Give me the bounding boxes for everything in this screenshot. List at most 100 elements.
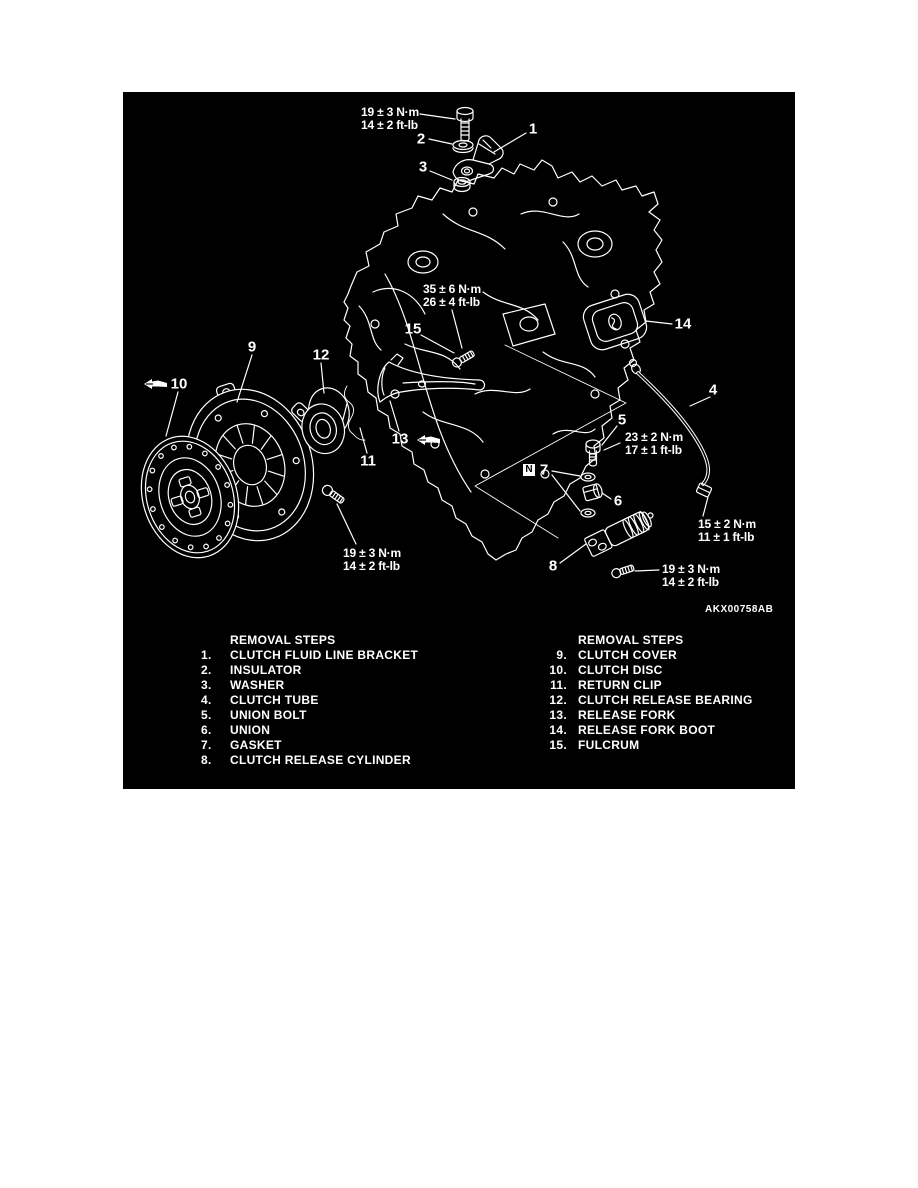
step-number: 15. xyxy=(549,738,567,752)
step-item: 6. UNION xyxy=(201,723,418,738)
torque-label-tube-flare-nut: 15 ± 2 N·m 11 ± 1 ft-lb xyxy=(698,518,756,544)
callout-1: 1 xyxy=(528,120,538,138)
torque-label-cylinder-bolt: 19 ± 3 N·m 14 ± 2 ft-lb xyxy=(662,563,720,589)
torque-label-union-bolt: 23 ± 2 N·m 17 ± 1 ft-lb xyxy=(625,431,683,457)
step-item: 13. RELEASE FORK xyxy=(543,708,753,723)
step-number: 7. xyxy=(201,738,212,752)
torque-ftlb: 11 ± 1 ft-lb xyxy=(698,530,755,544)
torque-nm: 23 ± 2 N·m xyxy=(625,430,683,444)
removal-steps-title: REMOVAL STEPS xyxy=(578,633,684,647)
step-label: INSULATOR xyxy=(230,663,302,677)
step-item: 14. RELEASE FORK BOOT xyxy=(543,723,753,738)
step-label: CLUTCH COVER xyxy=(578,648,677,662)
figure-code: AKX00758AB xyxy=(705,604,774,615)
grease-icon xyxy=(416,433,442,452)
step-number: 2. xyxy=(201,663,212,677)
step-item: 8. CLUTCH RELEASE CYLINDER xyxy=(201,753,418,768)
clutch-tube-art xyxy=(628,358,713,498)
union-art xyxy=(582,483,603,502)
step-number: 14. xyxy=(549,723,567,737)
torque-label-fulcrum: 35 ± 6 N·m 26 ± 4 ft-lb xyxy=(423,283,481,309)
step-number: 4. xyxy=(201,693,212,707)
removal-steps-left: REMOVAL STEPS 1. CLUTCH FLUID LINE BRACKE… xyxy=(201,633,418,768)
cylinder-bolt-art xyxy=(611,564,635,579)
washer-nut-art xyxy=(453,176,471,193)
step-number: 11. xyxy=(550,678,567,692)
step-number: 1. xyxy=(201,648,212,662)
step-label: UNION xyxy=(230,723,271,737)
step-item: 1. CLUTCH FLUID LINE BRACKET xyxy=(201,648,418,663)
step-label: CLUTCH DISC xyxy=(578,663,663,677)
union-bolt-art xyxy=(585,439,601,467)
step-number: 12. xyxy=(549,693,567,707)
step-item: 7. GASKET xyxy=(201,738,418,753)
removal-steps-title: REMOVAL STEPS xyxy=(230,633,336,647)
non-reusable-part-icon: N xyxy=(523,464,535,476)
step-number: 10. xyxy=(549,663,567,677)
step-label: RETURN CLIP xyxy=(578,678,662,692)
callout-5: 5 xyxy=(617,411,627,429)
step-number: 8. xyxy=(201,753,212,767)
callout-10: 10 xyxy=(170,375,188,393)
release-cylinder-art xyxy=(584,511,654,557)
callout-8: 8 xyxy=(548,557,558,575)
step-number: 6. xyxy=(201,723,212,737)
step-label: CLUTCH TUBE xyxy=(230,693,319,707)
callout-4: 4 xyxy=(708,381,718,399)
torque-label-top-bolt: 19 ± 3 N·m 14 ± 2 ft-lb xyxy=(361,106,419,132)
step-item: 15. FULCRUM xyxy=(543,738,753,753)
transaxle-housing-art xyxy=(343,159,663,561)
callout-14: 14 xyxy=(674,315,692,333)
step-item: 4. CLUTCH TUBE xyxy=(201,693,418,708)
step-number: 13. xyxy=(549,708,567,722)
callout-9: 9 xyxy=(247,338,257,356)
torque-ftlb: 14 ± 2 ft-lb xyxy=(343,559,400,573)
step-label: RELEASE FORK BOOT xyxy=(578,723,716,737)
clutch-disc-art xyxy=(140,435,240,559)
callout-3: 3 xyxy=(418,158,428,176)
torque-nm: 35 ± 6 N·m xyxy=(423,282,481,296)
callout-2: 2 xyxy=(416,130,426,148)
step-label: FULCRUM xyxy=(578,738,640,752)
step-label: RELEASE FORK xyxy=(578,708,676,722)
release-fork-art xyxy=(377,353,486,403)
clutch-assembly-line-art xyxy=(140,106,713,579)
callout-11: 11 xyxy=(360,452,376,470)
clutch-fluid-line-bracket-art xyxy=(452,135,504,183)
step-item: 9.CLUTCH COVER xyxy=(543,648,753,663)
step-number: 3. xyxy=(201,678,212,692)
callout-12: 12 xyxy=(312,346,330,364)
return-clip-art xyxy=(344,385,366,441)
torque-ftlb: 14 ± 2 ft-lb xyxy=(662,575,719,589)
top-bolt-art xyxy=(456,106,474,142)
step-label: WASHER xyxy=(230,678,285,692)
step-item: 2. INSULATOR xyxy=(201,663,418,678)
gasket-washers-art xyxy=(580,472,596,518)
cover-bolt-art xyxy=(321,484,345,504)
torque-ftlb: 14 ± 2 ft-lb xyxy=(361,118,418,132)
step-label: UNION BOLT xyxy=(230,708,307,722)
torque-ftlb: 26 ± 4 ft-lb xyxy=(423,295,480,309)
callout-15: 15 xyxy=(404,320,422,338)
torque-nm: 19 ± 3 N·m xyxy=(361,105,419,119)
step-label: GASKET xyxy=(230,738,282,752)
torque-label-cover-bolt: 19 ± 3 N·m 14 ± 2 ft-lb xyxy=(343,547,401,573)
step-item: 5. UNION BOLT xyxy=(201,708,418,723)
step-label: CLUTCH FLUID LINE BRACKET xyxy=(230,648,419,662)
callout-7: 7 xyxy=(539,461,549,479)
leader-lines xyxy=(165,113,711,572)
step-number: 5. xyxy=(201,708,212,722)
exploded-view-figure: 19 ± 3 N·m 14 ± 2 ft-lb 35 ± 6 N·m 26 ± … xyxy=(123,92,795,789)
projection-lines xyxy=(474,344,627,539)
step-item: 3. WASHER xyxy=(201,678,418,693)
torque-nm: 19 ± 3 N·m xyxy=(662,562,720,576)
removal-steps-right: REMOVAL STEPS 9.CLUTCH COVER 10. CLUTCH D… xyxy=(543,633,753,753)
fulcrum-art xyxy=(451,350,475,368)
torque-nm: 15 ± 2 N·m xyxy=(698,517,756,531)
step-item: 11. RETURN CLIP xyxy=(543,678,753,693)
grease-icon xyxy=(143,377,169,396)
step-item: 10. CLUTCH DISC xyxy=(543,663,753,678)
step-label: CLUTCH RELEASE CYLINDER xyxy=(230,753,411,767)
torque-ftlb: 17 ± 1 ft-lb xyxy=(625,443,682,457)
